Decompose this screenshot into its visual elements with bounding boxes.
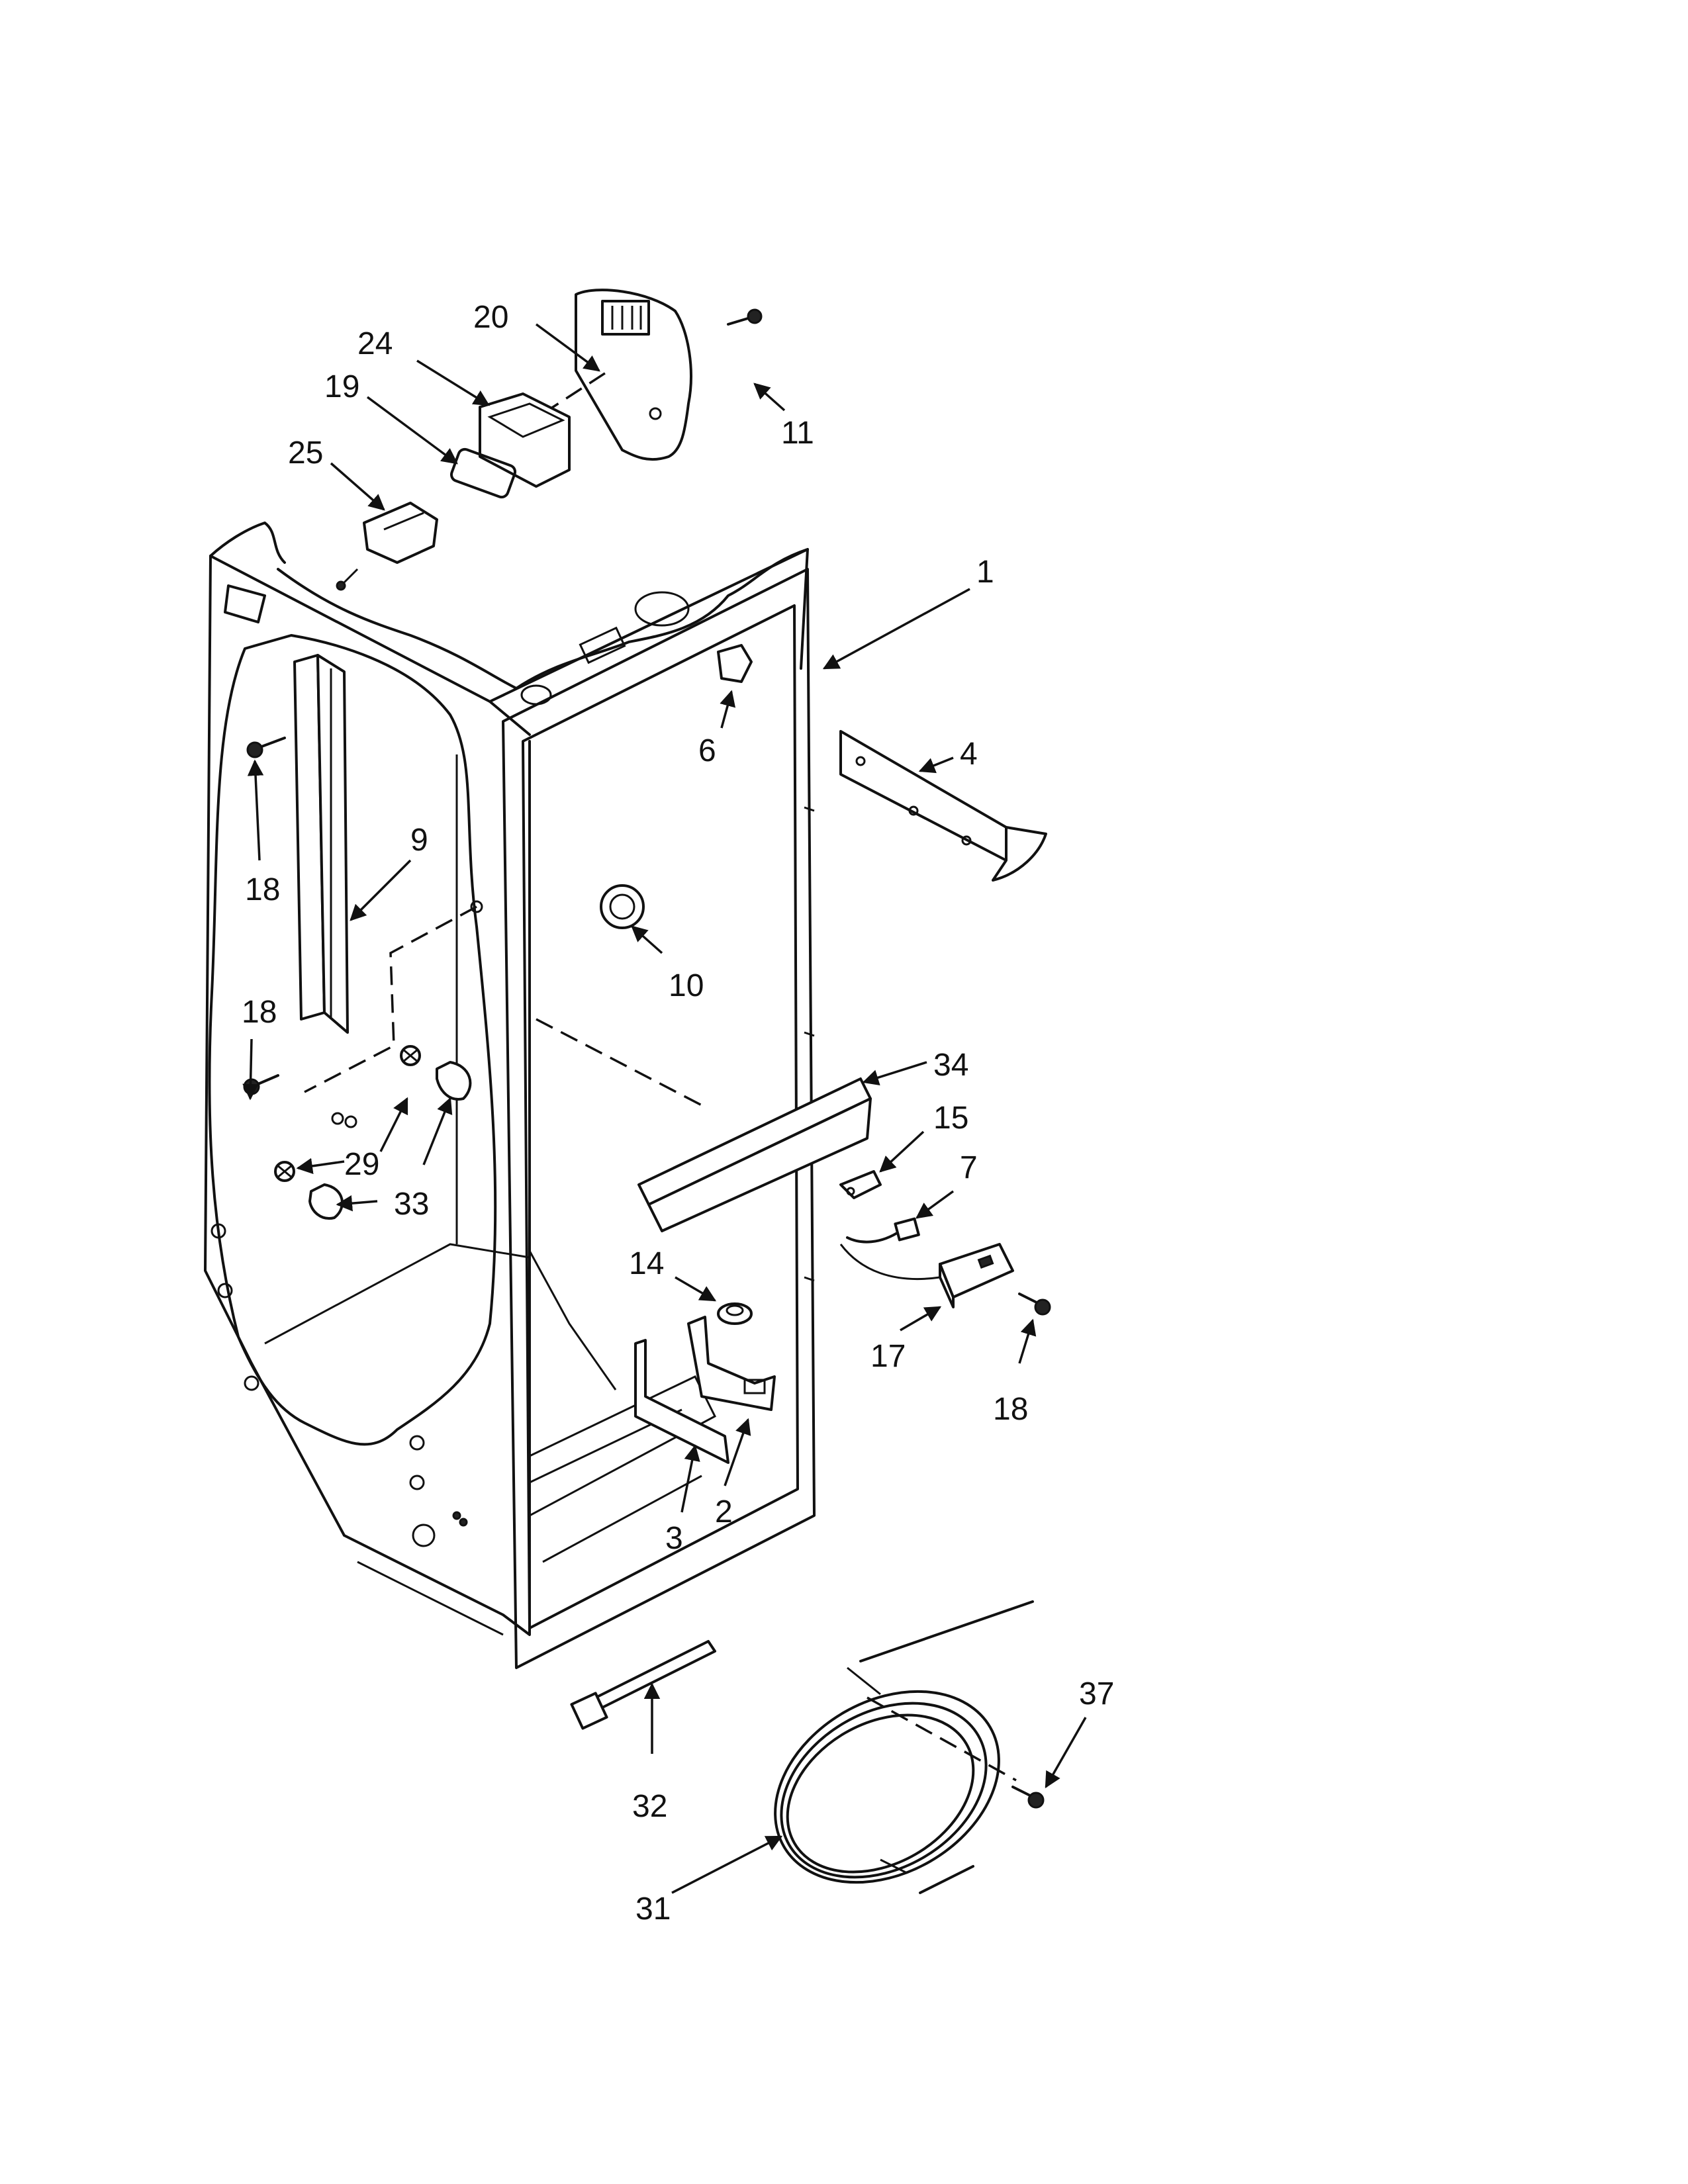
- bracket-2: [687, 1316, 776, 1411]
- callout-4: 4: [960, 737, 978, 772]
- callout-29: 29: [344, 1147, 379, 1182]
- wire-harness: [839, 1217, 941, 1280]
- callout-20: 20: [473, 300, 508, 335]
- callout-24: 24: [357, 326, 393, 361]
- bracket-3: [634, 1339, 729, 1464]
- shelf-rail: [293, 654, 349, 1034]
- plug-14: [717, 1302, 753, 1325]
- callout-33: 33: [394, 1187, 429, 1222]
- callout-7: 7: [960, 1150, 978, 1185]
- trim-34: [637, 1077, 872, 1232]
- callout-2: 2: [715, 1494, 733, 1529]
- callout-18-mid: 18: [242, 995, 277, 1030]
- housing-dash-line: [542, 369, 610, 415]
- leader-lines: [242, 323, 1087, 1894]
- callout-15: 15: [933, 1101, 968, 1136]
- callout-31: 31: [635, 1891, 671, 1927]
- screw-11: [727, 308, 763, 326]
- screw-37: [1011, 1786, 1045, 1809]
- callout-1: 1: [976, 555, 994, 590]
- rail-dash-line: [304, 905, 477, 1093]
- trim-dash-line: [536, 1018, 702, 1107]
- clip-15: [839, 1170, 882, 1199]
- callout-18-right: 18: [993, 1392, 1028, 1427]
- cable-tie: [570, 1640, 716, 1730]
- coiled-tubing: [774, 1600, 1034, 1894]
- callout-34: 34: [933, 1048, 968, 1083]
- lamp-socket-upper: [400, 1045, 421, 1066]
- screw-18-right: [1018, 1293, 1051, 1316]
- callout-19: 19: [324, 369, 359, 404]
- callout-18-top: 18: [245, 872, 280, 907]
- cabinet-liner: [204, 522, 816, 1669]
- callout-25: 25: [288, 435, 323, 471]
- control-housing: [575, 289, 692, 461]
- callout-6: 6: [698, 733, 716, 768]
- callout-37: 37: [1079, 1676, 1114, 1711]
- callout-17: 17: [870, 1339, 906, 1374]
- air-duct: [479, 392, 571, 488]
- bulb-upper: [436, 1061, 472, 1101]
- light-socket: [336, 502, 438, 591]
- tubing-dash-line: [867, 1696, 1017, 1782]
- callout-10: 10: [669, 968, 704, 1003]
- clip-6: [717, 644, 753, 683]
- callout-11: 11: [781, 416, 814, 451]
- callout-9: 9: [410, 823, 428, 858]
- thermostat-knob: [600, 884, 645, 929]
- trim-4: [839, 730, 1047, 882]
- callout-3: 3: [665, 1521, 683, 1556]
- screw-18-top: [246, 737, 286, 758]
- callout-32: 32: [632, 1789, 667, 1824]
- bulb-lower: [308, 1183, 344, 1220]
- callout-14: 14: [629, 1246, 664, 1281]
- lamp-socket-lower: [274, 1161, 295, 1182]
- switch-box: [939, 1243, 1014, 1308]
- callout-labels: 20 24 19 25 11 1 6 4 9 18 10 18 34 15 7 …: [242, 300, 1114, 1927]
